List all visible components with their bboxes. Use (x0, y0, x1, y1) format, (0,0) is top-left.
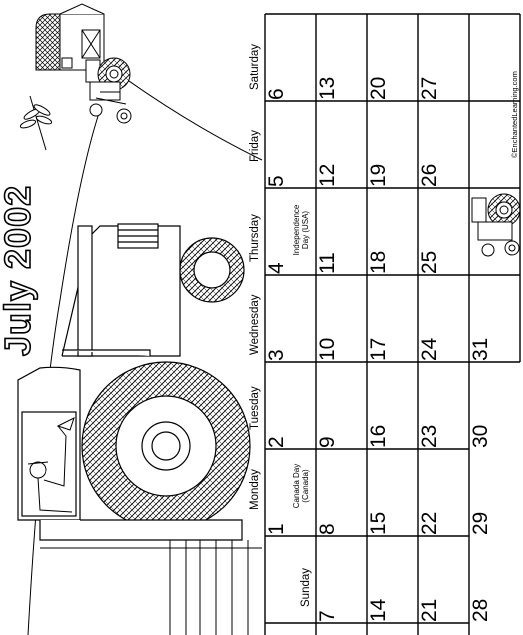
day-12: 12 (316, 163, 339, 187)
day-16: 16 (367, 424, 390, 448)
copyright-text: ©EnchantedLearning.com (510, 71, 519, 158)
large-tractor-icon (17, 223, 251, 541)
day-14: 14 (367, 598, 390, 622)
barn-icon (35, 3, 105, 71)
day-11: 11 (316, 252, 339, 274)
calendar-grid (264, 13, 521, 635)
weekday-friday: Friday (249, 130, 261, 162)
weekday-saturday: Saturday (249, 43, 261, 90)
day-29: 29 (469, 511, 492, 535)
day-6: 6 (265, 88, 288, 100)
day-20: 20 (367, 76, 390, 100)
day-7: 7 (316, 610, 339, 622)
day-9: 9 (316, 436, 339, 448)
day-25: 25 (418, 250, 441, 274)
day-26: 26 (418, 163, 441, 187)
weekday-thursday: Thursday (249, 214, 261, 262)
day-4: 4 (265, 262, 288, 274)
day-3: 3 (265, 349, 288, 361)
day-19: 19 (367, 163, 390, 187)
farmer-icon (27, 417, 75, 513)
day-28: 28 (469, 598, 492, 622)
day-10: 10 (316, 337, 339, 361)
day-1: 1 (265, 523, 288, 535)
tractor-icon (85, 57, 132, 124)
day-22: 22 (418, 511, 441, 535)
day-2: 2 (265, 436, 288, 448)
dragonfly-icon (19, 95, 53, 151)
day-30: 30 (469, 424, 492, 448)
tractor-cell-icon (471, 193, 521, 257)
holiday-canada-day: Canada Day (Canada) (292, 463, 310, 509)
day-5: 5 (265, 175, 288, 187)
day-31: 31 (469, 337, 492, 361)
day-21: 21 (418, 598, 441, 622)
day-15: 15 (367, 511, 390, 535)
day-8: 8 (316, 523, 339, 535)
page-title: July 2002 (0, 184, 39, 357)
day-27: 27 (418, 76, 441, 100)
holiday-independence-day: Independence Day (USA) (292, 204, 310, 256)
day-18: 18 (367, 250, 390, 274)
weekday-tuesday: Tuesday (249, 386, 261, 430)
day-17: 17 (367, 337, 390, 361)
weekday-sunday: Sunday (300, 567, 312, 607)
day-24: 24 (418, 337, 441, 361)
weekday-wednesday: Wednesday (249, 294, 261, 355)
day-13: 13 (316, 76, 339, 100)
day-23: 23 (418, 424, 441, 448)
weekday-monday: Monday (249, 469, 261, 510)
